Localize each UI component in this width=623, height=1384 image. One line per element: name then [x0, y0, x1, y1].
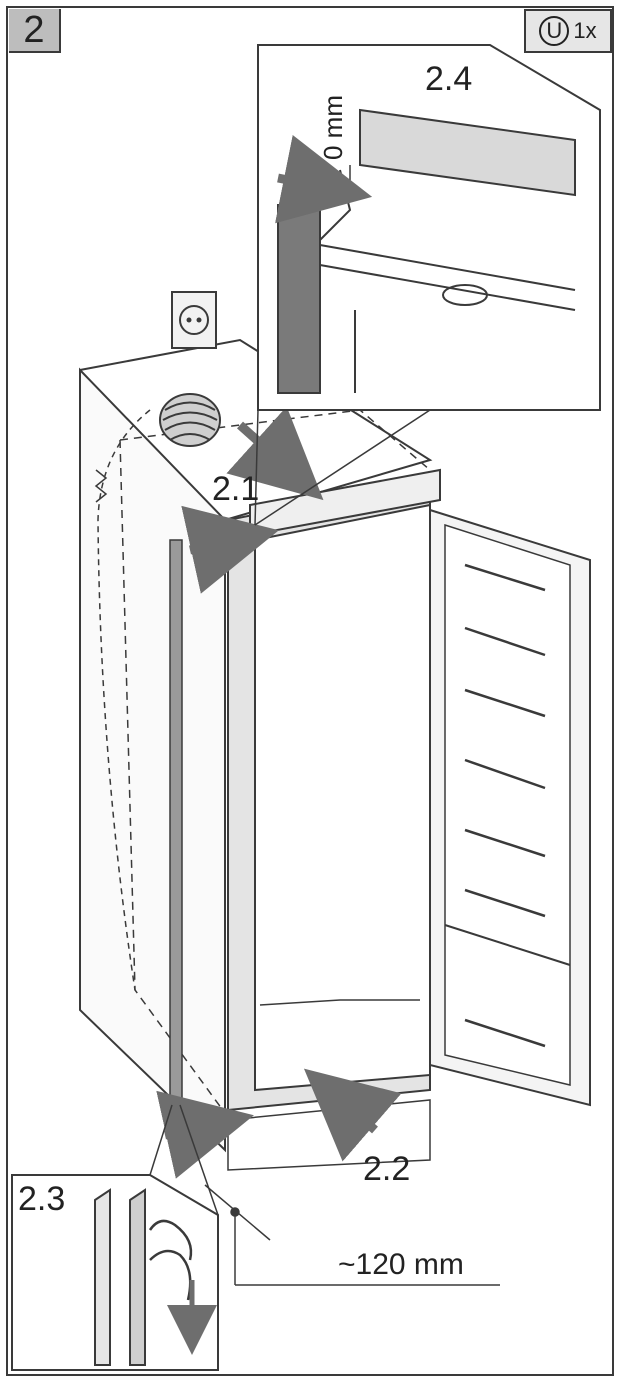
arrow-2-1-top: [181, 505, 279, 594]
depth-dimension: [204, 1184, 500, 1286]
direction-arrows: [156, 406, 402, 1179]
arrow-2-2: [303, 1068, 402, 1162]
step-number: 2: [23, 8, 45, 51]
sealing-strip: [169, 539, 183, 1121]
callout-label-2-4: 2.4: [425, 60, 473, 98]
step-number-badge: 2: [9, 9, 61, 53]
part-u-icon: U: [539, 16, 570, 46]
callout-label-2-3: 2.3: [18, 1180, 66, 1218]
detail-callout-2-4: [254, 44, 601, 526]
power-cord-coil-icon: [94, 393, 221, 991]
depth-dimension-label: ~120 mm: [338, 1248, 464, 1281]
refrigerator-body: [227, 468, 441, 1171]
cabinet-wall-detail: [277, 204, 321, 394]
callout-label-2-2: 2.2: [363, 1150, 411, 1188]
gap-dimension-label: 0 mm: [318, 95, 348, 160]
detail-callout-2-3: [11, 1104, 219, 1371]
part-count: 1x: [573, 18, 597, 43]
part-quantity-badge: U 1x: [524, 9, 612, 53]
callout-label-2-1: 2.1: [212, 470, 260, 508]
arrow-2-3: [156, 1090, 254, 1179]
power-socket-icon: [171, 291, 217, 349]
arrow-2-1-socket: [226, 406, 324, 501]
door-shelves: [464, 563, 546, 1048]
refrigerator-door: [429, 508, 591, 1107]
part-symbol: U: [546, 18, 563, 43]
